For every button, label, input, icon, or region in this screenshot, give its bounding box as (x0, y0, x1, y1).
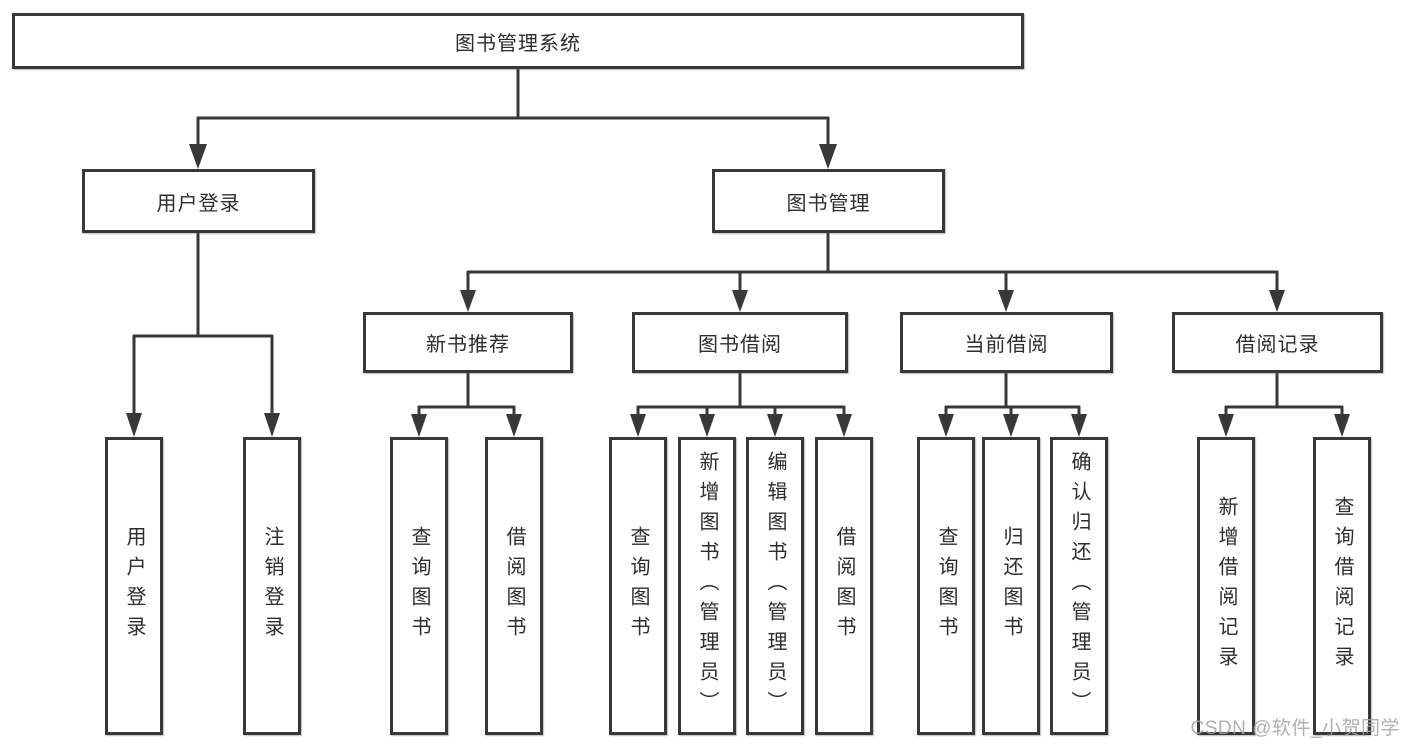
connector-borrow-record-split (1224, 373, 1344, 417)
node-label: 图书管理系统 (455, 32, 581, 55)
node-book-management: 图书管理 (712, 169, 945, 233)
node-label: 用户登录 (156, 192, 241, 215)
leaf-edit-book-admin: 编辑图书（管理员） (746, 437, 804, 735)
leaf-query-book-current: 查询图书 (917, 437, 975, 735)
leaf-user-login: 用户登录 (105, 437, 163, 735)
leaf-label: 新增图书（管理员） (696, 451, 718, 721)
csdn-watermark: CSDN @软件_小贺同学 (1190, 718, 1400, 739)
leaf-label: 查询图书 (935, 526, 957, 646)
leaf-label: 借阅图书 (503, 526, 525, 646)
leaf-label: 查询图书 (408, 526, 430, 646)
connector-user-login-split (132, 233, 274, 416)
leaf-label: 编辑图书（管理员） (764, 451, 786, 721)
leaf-label: 借阅图书 (833, 526, 855, 646)
arrowheads (126, 144, 1350, 437)
leaf-add-borrow-record: 新增借阅记录 (1197, 437, 1255, 735)
leaf-label: 确认归还（管理员） (1068, 451, 1090, 721)
leaf-label: 新增借阅记录 (1215, 496, 1237, 676)
leaf-add-book-admin: 新增图书（管理员） (678, 437, 736, 735)
node-book-borrowing: 图书借阅 (632, 312, 848, 373)
node-label: 当前借阅 (964, 334, 1049, 356)
leaf-return-book: 归还图书 (982, 437, 1040, 735)
node-label: 借阅记录 (1235, 334, 1320, 356)
connector-new-book-split (417, 373, 516, 417)
connector-root-split (196, 69, 830, 147)
node-label: 图书管理 (786, 192, 871, 215)
node-label: 新书推荐 (426, 334, 510, 356)
leaf-label: 查询借阅记录 (1331, 496, 1353, 676)
leaf-logout: 注销登录 (243, 437, 301, 735)
leaf-label: 注销登录 (261, 526, 283, 646)
node-new-book-recommend: 新书推荐 (363, 312, 573, 373)
connector-book-mgmt-split (466, 233, 1279, 292)
node-root-library-system: 图书管理系统 (12, 13, 1024, 69)
leaf-query-borrow-record: 查询借阅记录 (1313, 437, 1371, 735)
leaf-label: 查询图书 (627, 526, 649, 646)
connector-current-borrow-split (944, 373, 1081, 417)
node-label: 图书借阅 (698, 334, 782, 356)
connector-book-borrow-split (636, 373, 846, 417)
leaf-borrow-book-newrec: 借阅图书 (485, 437, 543, 735)
leaf-query-book-borrow: 查询图书 (609, 437, 667, 735)
node-borrowing-records: 借阅记录 (1172, 312, 1383, 373)
leaf-query-book-newrec: 查询图书 (390, 437, 448, 735)
node-current-borrowing: 当前借阅 (900, 312, 1113, 373)
node-user-login: 用户登录 (82, 169, 315, 233)
leaf-borrow-book: 借阅图书 (815, 437, 873, 735)
leaf-label: 用户登录 (123, 526, 145, 646)
leaf-label: 归还图书 (1000, 526, 1022, 646)
leaf-confirm-return-admin: 确认归还（管理员） (1050, 437, 1108, 735)
